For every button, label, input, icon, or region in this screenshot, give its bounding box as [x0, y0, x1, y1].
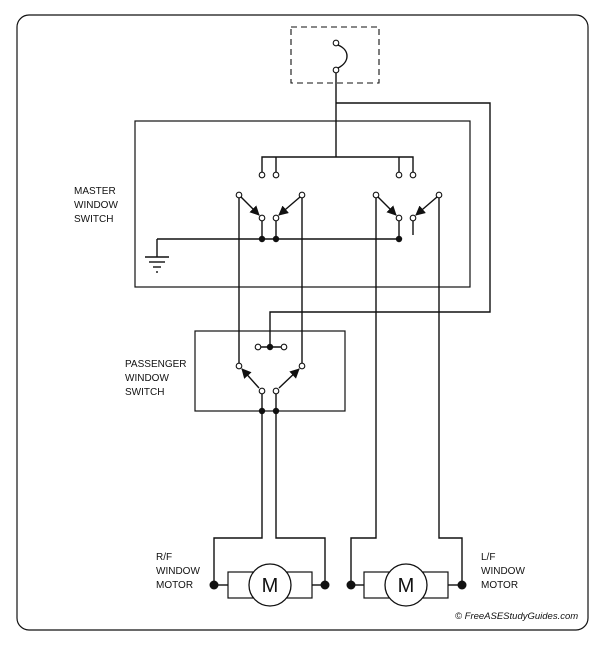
copyright-text: © FreeASEStudyGuides.com — [455, 611, 578, 622]
circuit-breaker-icon — [290, 26, 380, 84]
svg-text:MOTOR: MOTOR — [481, 580, 518, 591]
master-feed-contacts — [258, 171, 417, 179]
power-feed-wires — [261, 73, 491, 347]
lf-window-motor: M — [346, 563, 467, 607]
master-rf-switch — [235, 191, 306, 243]
lf-motor-wires — [350, 198, 463, 585]
svg-text:WINDOW: WINDOW — [481, 566, 525, 577]
lf-motor-label: L/F WINDOW MOTOR — [481, 552, 525, 591]
master-lf-switch — [372, 191, 443, 243]
rf-motor-label: R/F WINDOW MOTOR — [156, 552, 200, 591]
svg-text:WINDOW: WINDOW — [74, 200, 118, 211]
svg-text:SWITCH: SWITCH — [125, 387, 164, 398]
rf-window-motor: M — [209, 563, 330, 607]
passenger-switch — [235, 343, 306, 415]
svg-text:SWITCH: SWITCH — [74, 214, 113, 225]
svg-text:WINDOW: WINDOW — [125, 373, 169, 384]
svg-text:R/F: R/F — [156, 552, 172, 563]
master-to-passenger-wires — [238, 198, 303, 363]
motor-icon: M — [398, 575, 415, 597]
master-switch-label: MASTER WINDOW SWITCH — [74, 186, 118, 225]
svg-text:WINDOW: WINDOW — [156, 566, 200, 577]
svg-text:MASTER: MASTER — [74, 186, 116, 197]
svg-text:L/F: L/F — [481, 552, 495, 563]
outer-frame — [16, 14, 589, 631]
passenger-switch-label: PASSENGER WINDOW SWITCH — [125, 359, 187, 398]
ground-icon — [145, 238, 399, 273]
svg-text:PASSENGER: PASSENGER — [125, 359, 187, 370]
passenger-switch-box — [194, 330, 346, 412]
svg-text:MOTOR: MOTOR — [156, 580, 193, 591]
rf-motor-wires — [213, 411, 326, 585]
motor-icon: M — [262, 575, 279, 597]
